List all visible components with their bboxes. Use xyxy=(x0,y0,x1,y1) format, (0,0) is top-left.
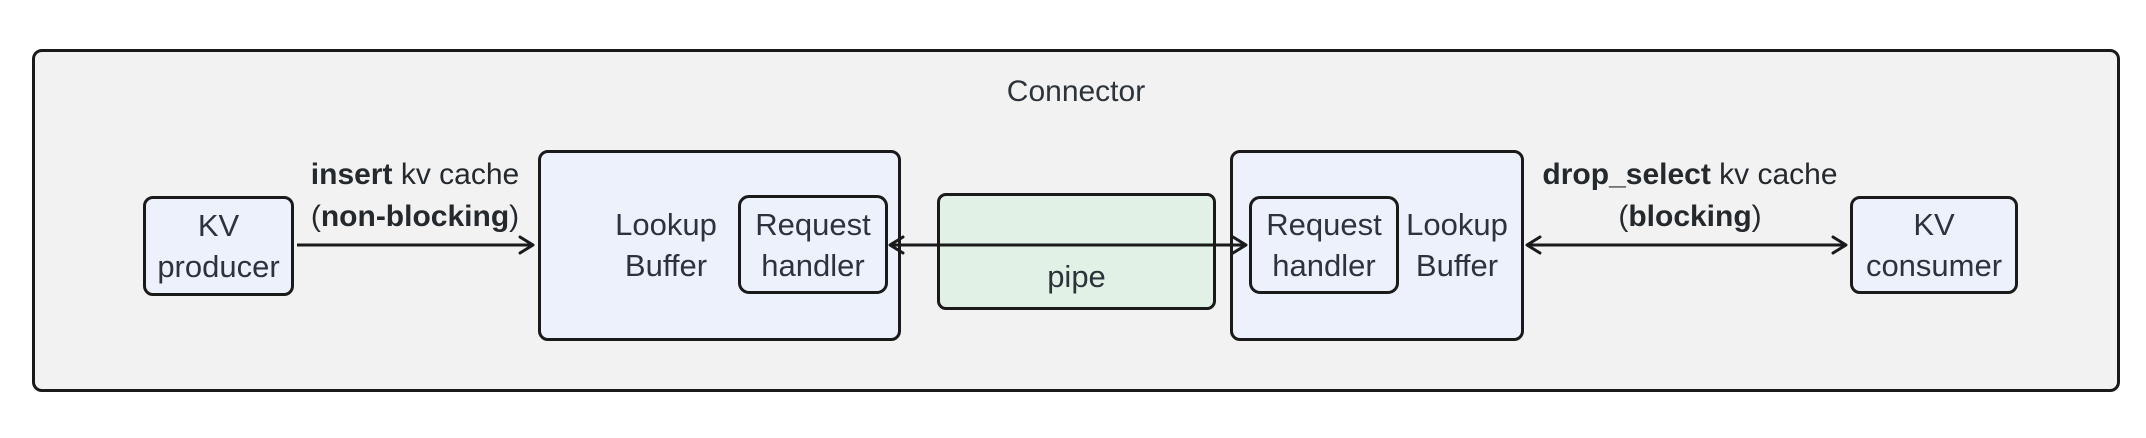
kv-producer-box: KV producer xyxy=(143,196,294,296)
insert-rest: kv cache xyxy=(392,158,520,191)
drop-select-edge-label: drop_select kv cache (blocking) xyxy=(1533,154,1847,238)
drop-select-mode: blocking xyxy=(1628,200,1752,233)
insert-paren-open: ( xyxy=(310,200,321,233)
kv-producer-label-line2: producer xyxy=(157,249,280,284)
drop-select-paren-open: ( xyxy=(1618,200,1629,233)
insert-paren-close: ) xyxy=(509,200,520,233)
lookup-buffer-right-label-line2: Buffer xyxy=(1415,248,1499,283)
drop-select-paren-close: ) xyxy=(1751,200,1762,233)
insert-edge-label-line1: insert kv cache xyxy=(258,154,572,196)
kv-consumer-label-line2: consumer xyxy=(1865,248,2003,283)
insert-verb: insert xyxy=(310,158,393,191)
drop-select-verb: drop_select xyxy=(1542,158,1711,191)
insert-edge-label-line2: (non-blocking) xyxy=(258,196,572,238)
request-handler-right-label-line1: Request xyxy=(1266,207,1382,242)
drop-select-edge-label-line2: (blocking) xyxy=(1533,196,1847,238)
request-handler-left-label-line1: Request xyxy=(755,206,871,242)
kv-consumer-box: KV consumer xyxy=(1850,196,2018,294)
request-handler-left-box: Request handler xyxy=(738,195,888,294)
lookup-buffer-left-label: Lookup Buffer xyxy=(569,204,763,286)
lookup-buffer-right-label: Lookup Buffer xyxy=(1396,204,1518,286)
connector-title: Connector xyxy=(1006,75,1146,108)
drop-select-rest: kv cache xyxy=(1710,158,1838,191)
kv-consumer-label: KV consumer xyxy=(1866,204,2002,286)
kv-consumer-label-line1: KV xyxy=(1913,207,1955,242)
kv-producer-label: KV producer xyxy=(157,205,279,287)
request-handler-right-label: Request handler xyxy=(1266,204,1381,286)
request-handler-left-label: Request handler xyxy=(755,204,870,286)
drop-select-edge-label-line1: drop_select kv cache xyxy=(1533,154,1847,196)
request-handler-right-box: Request handler xyxy=(1249,196,1399,294)
insert-mode: non-blocking xyxy=(320,200,510,233)
request-handler-right-label-line2: handler xyxy=(1272,248,1376,283)
insert-edge-label: insert kv cache (non-blocking) xyxy=(258,154,572,238)
lookup-buffer-left-label-line1: Lookup xyxy=(615,207,717,242)
lookup-buffer-right-label-line1: Lookup xyxy=(1406,207,1508,242)
request-handler-left-label-line2: handler xyxy=(761,247,865,283)
lookup-buffer-left-label-line2: Buffer xyxy=(624,248,708,283)
kv-producer-label-line1: KV xyxy=(197,208,240,243)
pipe-label: pipe xyxy=(1047,259,1106,294)
